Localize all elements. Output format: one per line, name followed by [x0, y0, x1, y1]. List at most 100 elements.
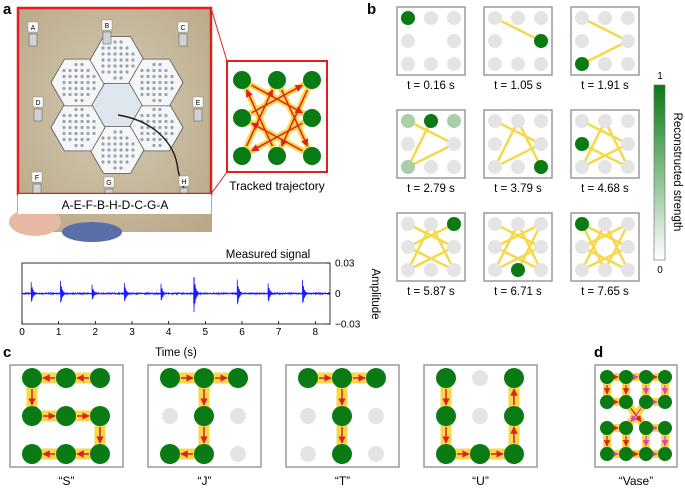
sensor-node: [621, 160, 635, 174]
trace-segment: [493, 120, 520, 168]
sensor-node: [621, 137, 635, 151]
x-tick-label: 1: [56, 327, 62, 338]
inactive-node: [472, 408, 488, 424]
sensor-node: [575, 263, 589, 277]
active-node: [22, 444, 42, 464]
x-tick-label: 7: [276, 327, 282, 338]
plate-hole: [80, 62, 84, 67]
plate-hole: [80, 68, 84, 73]
plate-hole: [125, 160, 129, 164]
sensor-tag: [101, 19, 113, 31]
plate-hole: [68, 74, 72, 79]
inactive-node: [230, 408, 246, 424]
plate-hole: [68, 68, 72, 73]
plate-hole: [164, 80, 168, 85]
sensor-tag: [178, 175, 190, 187]
plate-hole: [92, 131, 96, 136]
plate-hole: [62, 80, 66, 85]
plate-hole: [68, 119, 72, 124]
plate-hole: [68, 131, 72, 136]
x-tick-label: 8: [313, 327, 319, 338]
plate-hole: [164, 113, 168, 118]
sensor-tag: [32, 96, 44, 108]
sensor-node: [598, 160, 612, 174]
letter-panel-2: “J”: [147, 364, 262, 488]
plate-hole: [170, 86, 174, 91]
plate-hole: [119, 52, 123, 56]
sensor-node: [534, 57, 548, 71]
sensor-node: [534, 217, 548, 231]
plate-hole: [119, 142, 123, 146]
sensor-node: [598, 114, 612, 128]
sensor-label: E: [196, 100, 201, 107]
sensor-node: [488, 263, 502, 277]
active-node: [22, 368, 42, 388]
vase-node: [619, 447, 633, 461]
path-arrow: [251, 84, 303, 114]
plate-hole: [80, 92, 84, 97]
letter-caption: “U”: [472, 474, 489, 488]
plate-hole: [80, 143, 84, 148]
sensor-node: [447, 263, 461, 277]
sensor-node: [447, 11, 461, 25]
trace-segment: [581, 222, 629, 249]
plate-hole: [74, 113, 78, 118]
sensor-node: [488, 57, 502, 71]
sensor-node: [401, 34, 415, 48]
sensor-label: F: [35, 175, 39, 182]
inactive-node: [230, 446, 246, 462]
panel-label-b: b: [367, 1, 376, 18]
plate-hole: [113, 76, 117, 80]
sensor-node: [424, 11, 438, 25]
plate-hole: [80, 80, 84, 85]
inactive-node: [472, 370, 488, 386]
plate-hole: [146, 113, 150, 118]
trajectory-caption: Tracked trajectory: [229, 179, 325, 193]
plate-hole: [80, 125, 84, 130]
trace-segment: [516, 223, 543, 271]
plate-hole: [170, 131, 174, 136]
plate-hole: [152, 107, 156, 112]
plate-hole: [80, 98, 84, 103]
plate-hole: [119, 46, 123, 50]
snapshot-time: t = 3.79 s: [494, 183, 542, 195]
plate-hole: [113, 142, 117, 146]
plate-hole: [158, 113, 162, 118]
sensor-node: [488, 217, 502, 231]
vase-node: [639, 370, 653, 384]
clamp-bracket: [28, 33, 38, 47]
plate-hole: [113, 52, 117, 56]
plate-hole: [164, 74, 168, 79]
letter-panel-4: “U”: [423, 364, 538, 488]
signal-xlabel: Time (s): [155, 347, 197, 359]
plate-hole: [113, 70, 117, 74]
plate-hole: [125, 136, 129, 140]
trace-segment: [603, 223, 630, 271]
active-node: [228, 368, 248, 388]
plate-hole: [113, 160, 117, 164]
snapshot-3: t = 1.91 s: [570, 6, 640, 92]
active-node: [160, 368, 180, 388]
sensor-node: [488, 160, 502, 174]
sensor-tag: [177, 21, 189, 33]
sensor-node: [511, 11, 525, 25]
plate-hole: [158, 125, 162, 130]
plate-hole: [86, 68, 90, 73]
plate-hole: [92, 74, 96, 79]
plate-hole: [86, 74, 90, 79]
plate-hole: [101, 136, 105, 140]
path-arrow: [245, 89, 274, 147]
plate-hole: [119, 148, 123, 152]
sensor-node: [488, 137, 502, 151]
trace-segment: [580, 223, 607, 271]
snapshot-9: t = 7.65 s: [570, 212, 640, 298]
sensor-node: [424, 217, 438, 231]
tracked-trajectory: Tracked trajectory: [226, 60, 328, 193]
active-node: [366, 368, 386, 388]
vase-node: [619, 370, 633, 384]
plate-hole: [107, 148, 111, 152]
clamp-bracket: [178, 33, 188, 47]
plate-hole: [131, 154, 135, 158]
panel-label-c: c: [3, 344, 11, 361]
